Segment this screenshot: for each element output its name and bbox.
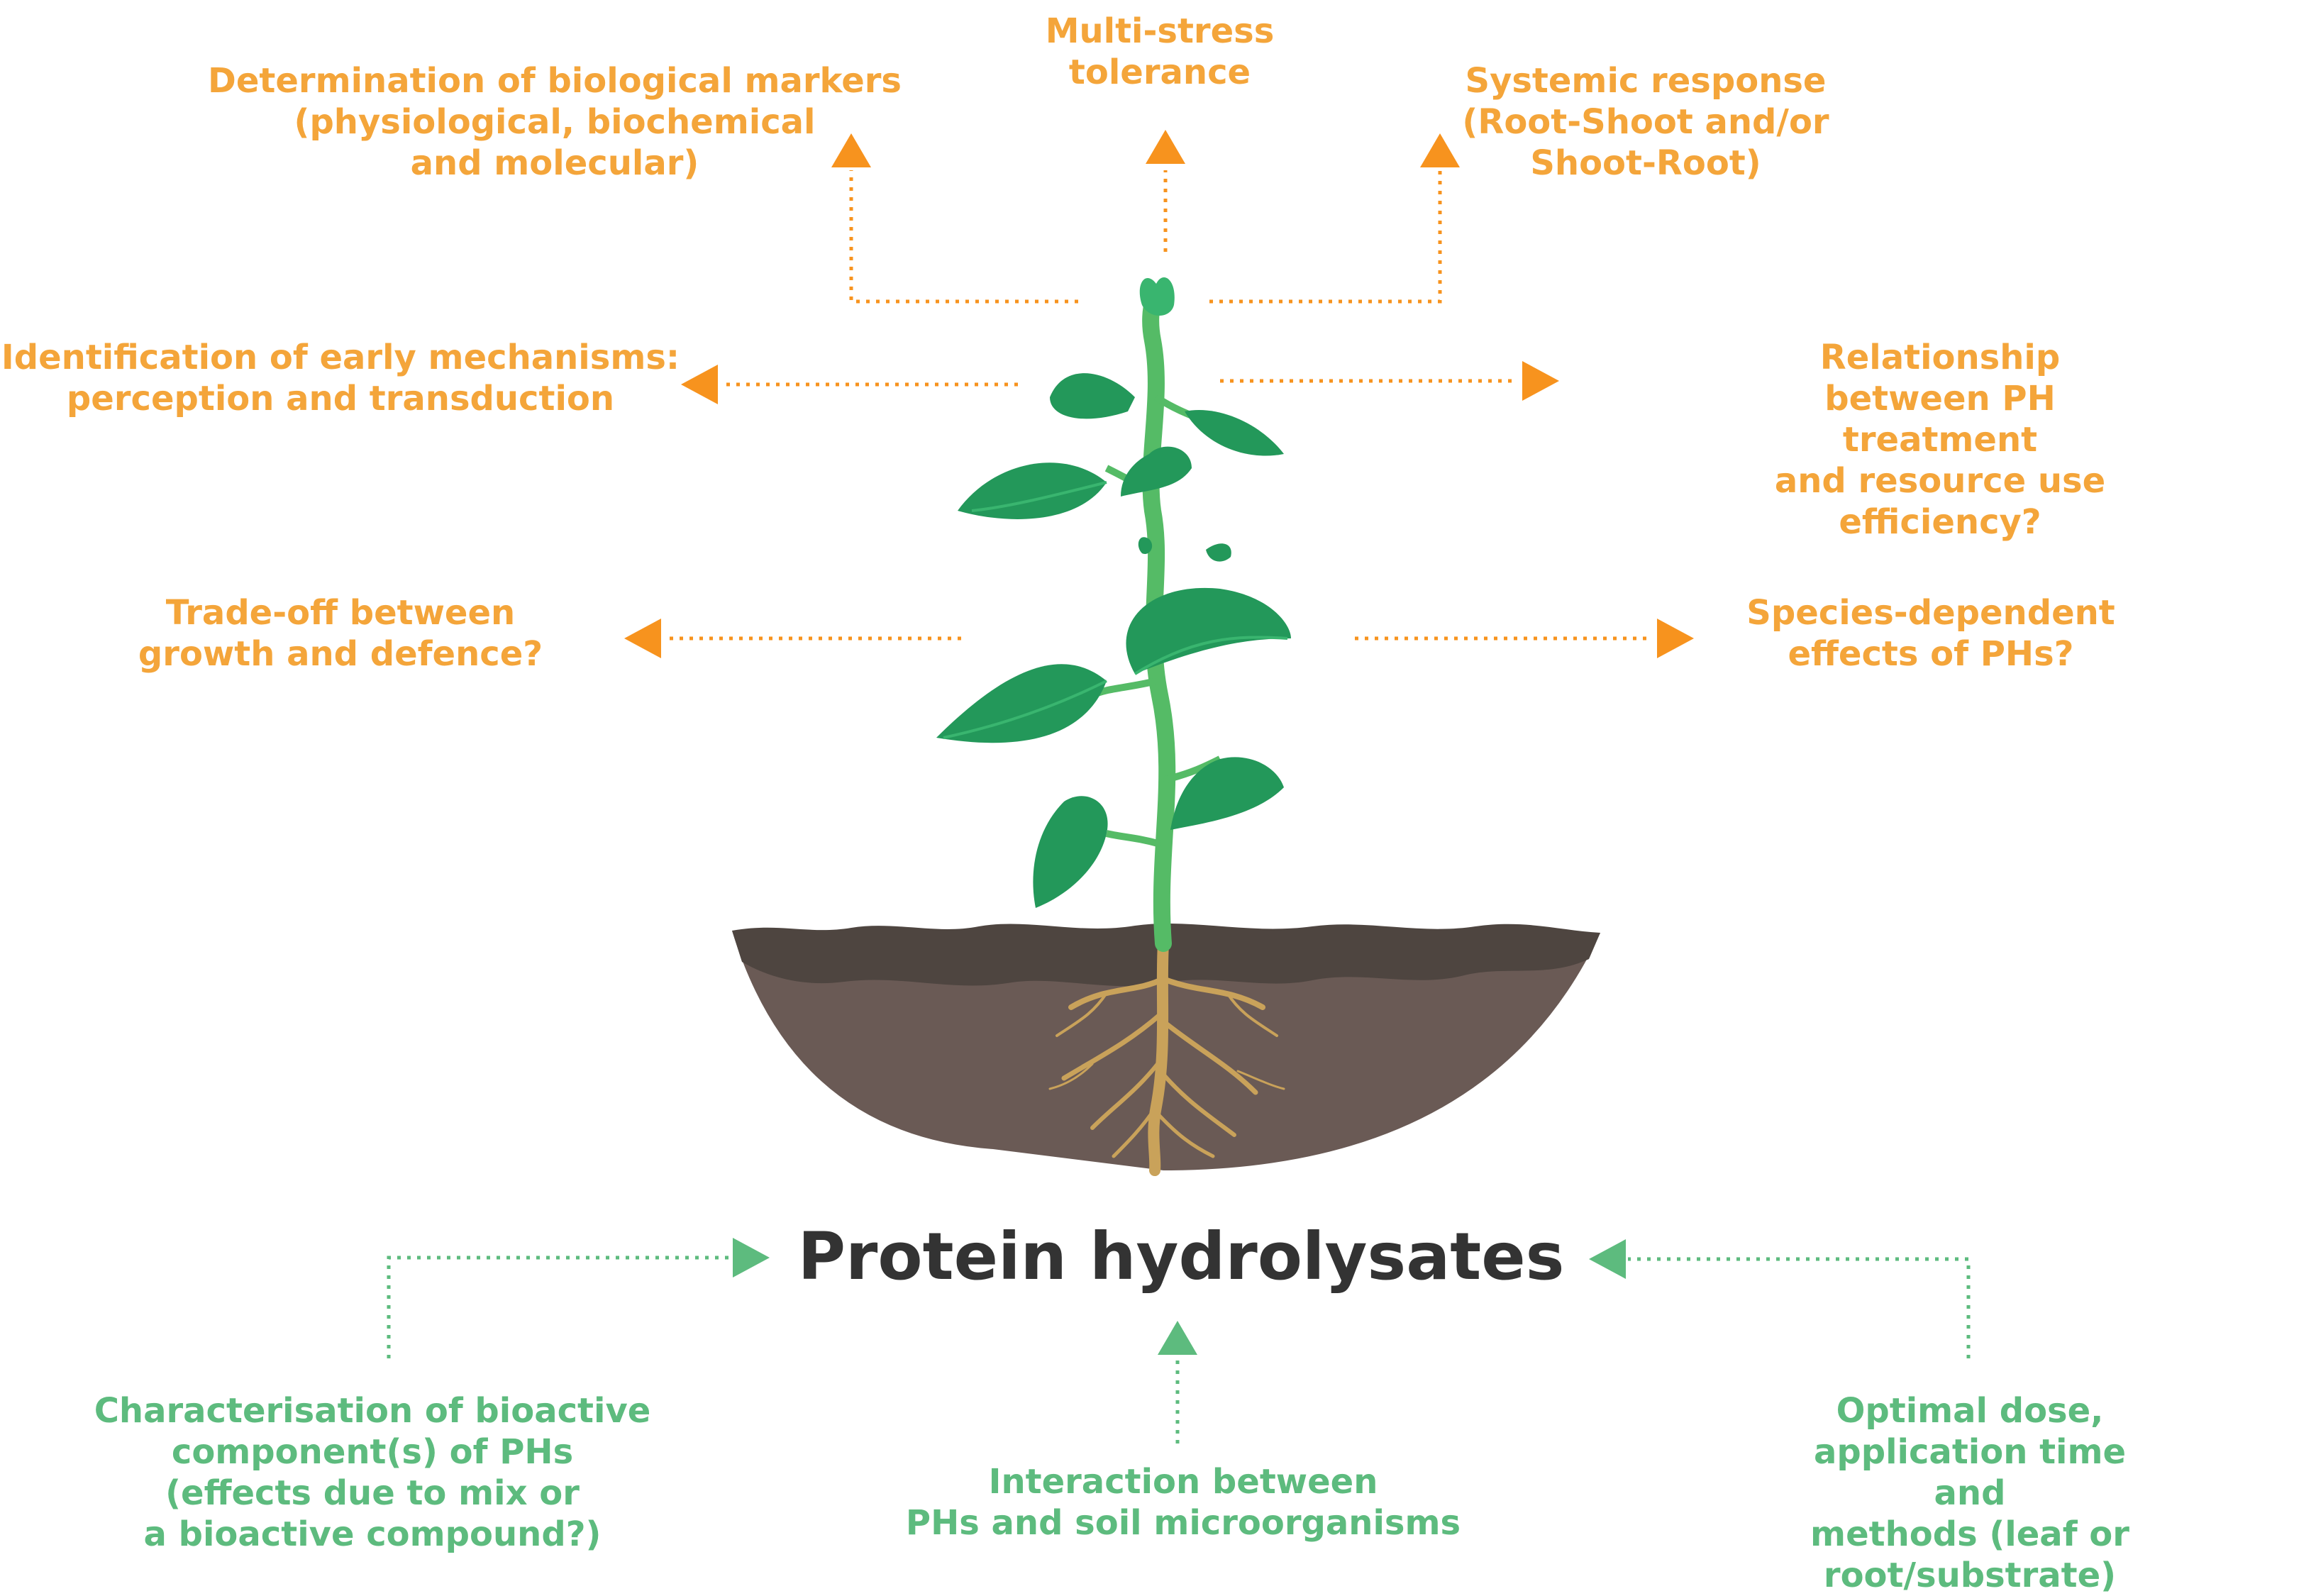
leaf-upper-right-small: [1121, 446, 1192, 497]
plant-seedling-icon: [936, 277, 1291, 952]
orange-connectors: [663, 170, 1653, 641]
connector-systemic-response: [1209, 170, 1442, 304]
arrow-right-characterisation: [733, 1238, 770, 1278]
leaf-top-right: [1185, 410, 1284, 456]
label-biological-markers: Determination of biological markers (phy…: [208, 61, 902, 183]
leaf-middle-left-large: [936, 664, 1107, 743]
label-systemic-response: Systemic response (Root-Shoot and/or Sho…: [1462, 61, 1829, 183]
green-arrowheads: [733, 1238, 1626, 1355]
orange-arrowheads: [624, 130, 1694, 658]
plant-bud: [1139, 277, 1175, 316]
connector-optimal-dose: [1628, 1257, 1971, 1358]
arrow-left-optimal-dose: [1589, 1239, 1626, 1279]
leaf-lower-left: [1033, 796, 1108, 908]
label-early-mechanisms: Identification of early mechanisms: perc…: [1, 338, 680, 419]
arrow-up-biological-markers: [831, 133, 871, 167]
arrow-right-resource-use: [1522, 361, 1559, 401]
leaf-middle-right-large: [1126, 587, 1291, 674]
plant-stem: [1142, 288, 1176, 952]
arrow-up-systemic-response: [1420, 133, 1460, 167]
leaf-tiny-left: [1138, 537, 1153, 554]
label-characterisation: Characterisation of bioactive component(…: [94, 1391, 651, 1554]
arrow-up-soil-microorganisms: [1158, 1321, 1197, 1355]
arrow-right-species-dependent: [1657, 619, 1694, 658]
label-multi-stress-tolerance: Multi-stress tolerance: [1045, 11, 1275, 92]
green-connectors: [387, 1256, 1971, 1443]
label-optimal-dose: Optimal dose, application time and metho…: [1810, 1391, 2129, 1595]
connector-biological-markers: [849, 170, 1078, 304]
label-species-dependent: Species-dependent effects of PHs?: [1746, 593, 2115, 674]
arrow-up-multi-stress: [1146, 130, 1185, 164]
leaf-upper-left-large: [958, 462, 1107, 519]
arrow-left-early-mechanisms: [681, 365, 718, 404]
roots-icon: [1048, 938, 1285, 1176]
leaf-small-right: [1206, 543, 1231, 562]
leaf-top-left: [1050, 373, 1135, 419]
label-resource-use-efficiency: Relationship between PH treatment and re…: [1774, 338, 2106, 542]
arrow-left-trade-off: [624, 619, 661, 658]
connector-characterisation: [387, 1256, 731, 1358]
label-soil-microorganisms: Interaction between PHs and soil microor…: [905, 1462, 1461, 1543]
label-trade-off: Trade-off between growth and defence?: [138, 593, 543, 674]
central-title: Protein hydrolysates: [797, 1219, 1565, 1295]
leaf-lower-right: [1170, 757, 1284, 830]
